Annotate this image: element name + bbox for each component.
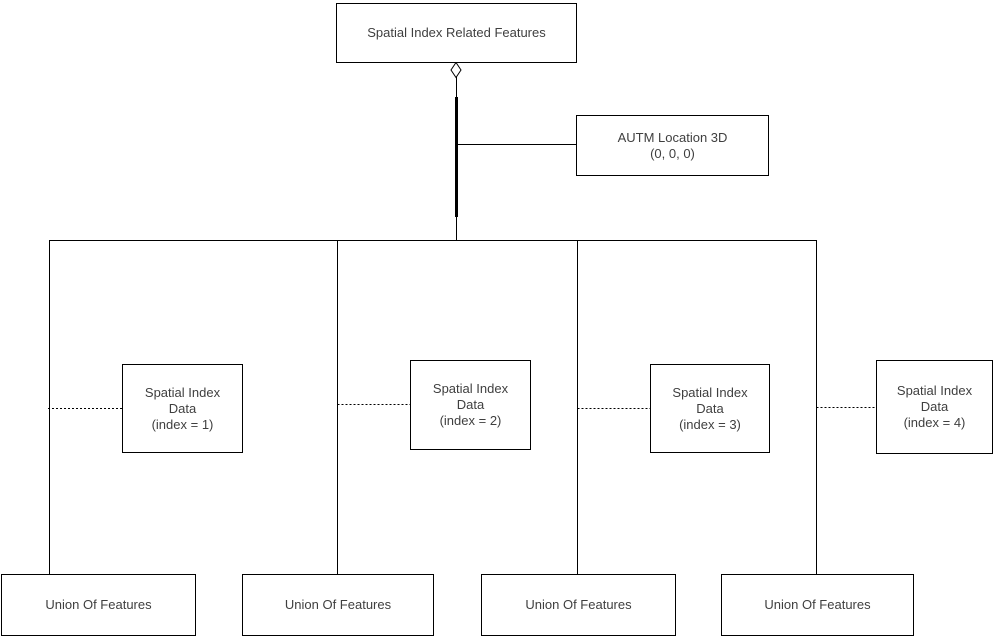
node-label-line: Data — [696, 400, 724, 416]
spatial-index-data-node-2: Spatial Index Data (index = 2) — [410, 360, 531, 450]
union-of-features-node-2: Union Of Features — [242, 574, 434, 636]
autm-location-node: AUTM Location 3D (0, 0, 0) — [576, 115, 769, 176]
node-label-line: Spatial Index — [896, 383, 973, 398]
aggregation-diamond-icon — [450, 61, 462, 79]
union-of-features-node-1: Union Of Features — [1, 574, 196, 636]
node-label: Union Of Features — [764, 597, 871, 612]
node-label: Union Of Features — [45, 597, 152, 612]
autm-location-title: AUTM Location 3D — [617, 129, 728, 145]
node-label-line: Spatial Index — [672, 384, 748, 400]
node-label-line: Spatial Index — [144, 384, 221, 400]
union-of-features-node-4: Union Of Features — [721, 574, 914, 636]
node-label-line: (index = 2) — [439, 413, 502, 428]
node-label-line: Spatial Index — [432, 381, 509, 396]
spatial-index-data-node-3: Spatial Index Data (index = 3) — [650, 364, 770, 453]
root-node: Spatial Index Related Features — [336, 3, 577, 63]
node-label-line: (index = 3) — [679, 416, 741, 432]
root-node-label: Spatial Index Related Features — [367, 25, 546, 40]
node-label-line: (index = 4) — [903, 415, 966, 430]
node-label-line: Data — [920, 399, 949, 414]
node-label: Union Of Features — [525, 597, 632, 612]
node-label-line: Data — [456, 397, 485, 412]
spatial-index-data-node-4: Spatial Index Data (index = 4) — [876, 360, 993, 454]
node-label-line: Data — [168, 400, 197, 416]
union-of-features-node-3: Union Of Features — [481, 574, 676, 636]
node-label-line: (index = 1) — [151, 416, 214, 432]
spatial-index-data-node-1: Spatial Index Data (index = 1) — [122, 364, 243, 453]
node-label: Union Of Features — [284, 597, 392, 612]
autm-location-coordinates: (0, 0, 0) — [650, 145, 695, 161]
